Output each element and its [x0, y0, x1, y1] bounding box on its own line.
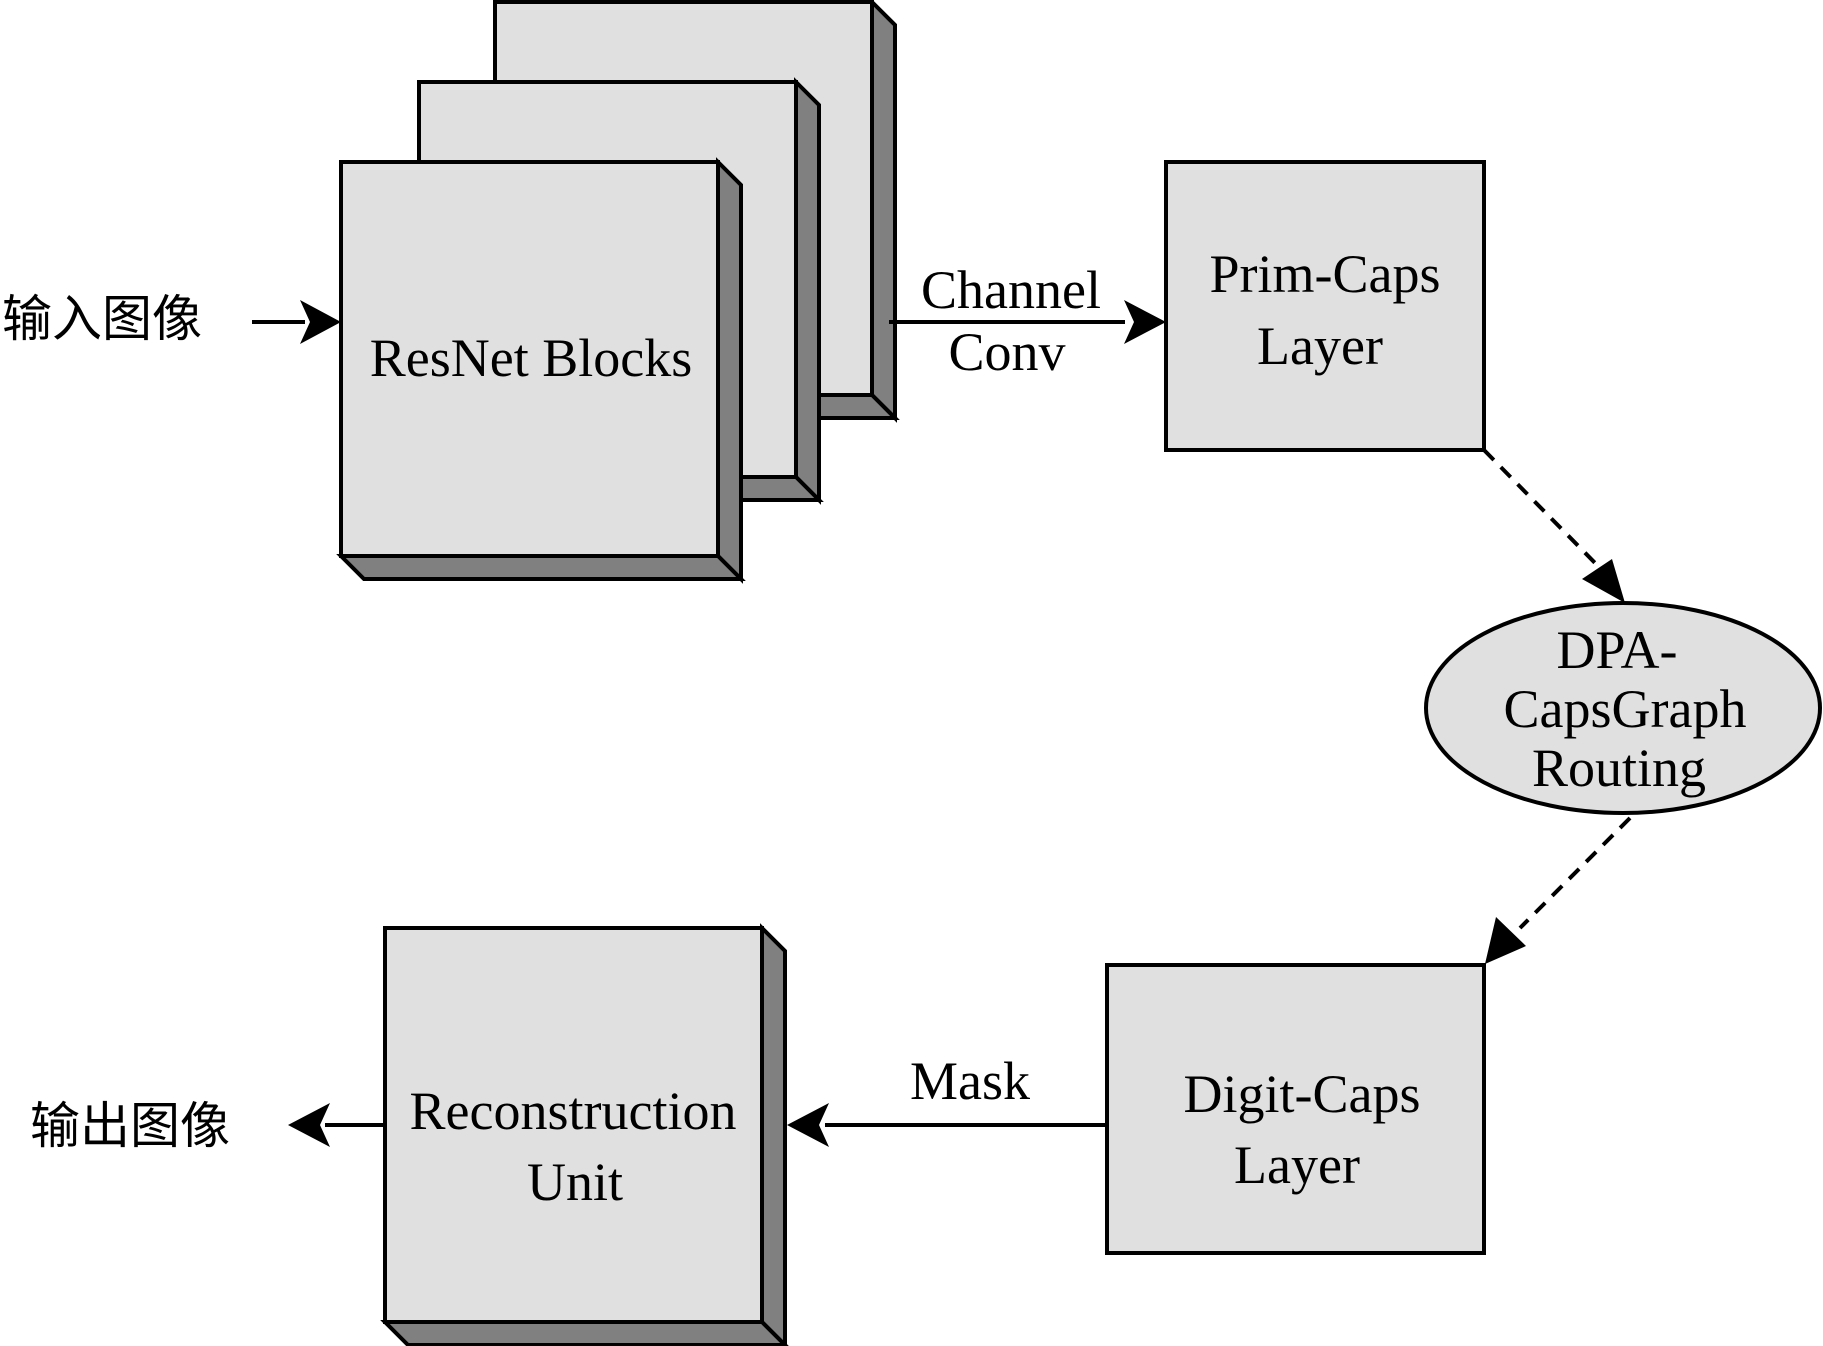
- prim-caps-label-line1: Prim-Caps: [1209, 244, 1440, 304]
- digit-caps-layer-box: [1105, 963, 1486, 1255]
- routing-label-line3: Routing: [1532, 738, 1706, 798]
- output-image-label: 输出图像: [30, 1097, 230, 1155]
- channel-conv-label-line1: Channel: [921, 260, 1101, 320]
- input-arrow: [252, 300, 341, 344]
- reconstruction-unit-box: [380, 923, 789, 1346]
- routing-label-line2: CapsGraph: [1504, 679, 1747, 739]
- reconstruction-label-line1: Reconstruction: [410, 1081, 737, 1141]
- prim-caps-layer-box: [1164, 160, 1486, 452]
- digit-caps-label-line1: Digit-Caps: [1184, 1064, 1421, 1124]
- resnet-blocks-label: ResNet Blocks: [370, 328, 692, 388]
- output-arrow: [288, 1103, 385, 1147]
- mask-arrow: [787, 1103, 1107, 1147]
- channel-conv-label-line2: Conv: [948, 322, 1065, 382]
- mask-label: Mask: [910, 1051, 1030, 1111]
- dpa-capsgraph-routing-ellipse: [1424, 601, 1822, 815]
- routing-to-digit-arrow: [1485, 816, 1632, 964]
- routing-label-line1: DPA-: [1556, 620, 1677, 680]
- channel-conv-arrow: [889, 300, 1166, 344]
- prim-to-routing-arrow: [1482, 448, 1625, 603]
- prim-caps-label-line2: Layer: [1257, 316, 1383, 376]
- digit-caps-label-line2: Layer: [1234, 1135, 1360, 1195]
- reconstruction-label-line2: Unit: [527, 1152, 623, 1212]
- resnet-block-front: [336, 157, 746, 584]
- input-image-label: 输入图像: [2, 290, 202, 348]
